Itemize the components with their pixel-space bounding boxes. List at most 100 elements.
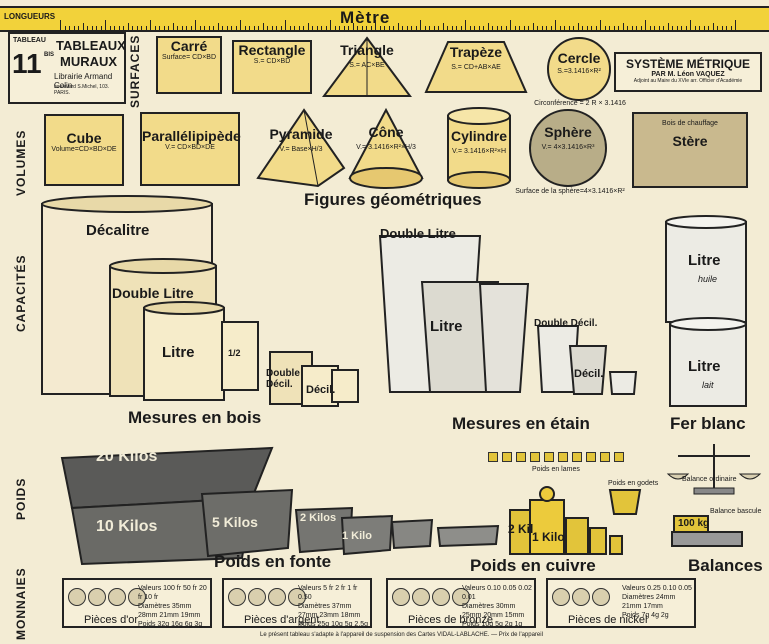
wood-measures [41, 195, 259, 401]
ruler-tick [451, 26, 453, 30]
ruler-tick [384, 26, 385, 30]
ruler-tick [109, 26, 111, 30]
leaf-weight [586, 452, 596, 462]
leaf-weight [544, 452, 554, 462]
cylindre-name: Cylindre [450, 128, 507, 144]
brass-weights [509, 486, 642, 555]
side-monnaies: MONNAIES [14, 567, 28, 640]
coin-icon [452, 588, 470, 606]
cast-iron-weights [60, 446, 500, 566]
ruler-tick [631, 26, 633, 30]
huile-label: huile [698, 274, 718, 284]
ruler-tick [343, 26, 345, 30]
ruler-tick [262, 23, 264, 30]
ruler-tick [465, 20, 466, 30]
k1-copper-label: 1 Kilo [532, 530, 565, 544]
money-row: Diamètres 37mm 27mm 23mm 18mm [298, 603, 361, 619]
ruler-tick [105, 20, 106, 30]
ruler-label: LONGUEURS [4, 12, 56, 21]
cercle-name: Cercle [557, 50, 601, 66]
ruler-tick [73, 26, 75, 30]
ruler-tick [568, 26, 570, 30]
coin-icon [592, 588, 610, 606]
ruler-tick [366, 26, 367, 30]
rectangle-name: Rectangle [238, 42, 306, 58]
ruler-tick [555, 20, 556, 30]
author: PAR M. Léon VAQUEZ [651, 71, 725, 78]
k1-label: 1 Kilo [342, 530, 372, 542]
shape-cube: Cube Volume=CD×BD×DE [44, 114, 124, 186]
shape-carre: Carré Surface= CD×BD [156, 36, 222, 94]
ruler-tick [280, 26, 282, 30]
ruler-tick [483, 26, 484, 30]
leaf-weight [614, 452, 624, 462]
k2-label: 2 Kilos [300, 512, 337, 524]
ruler-tick [303, 26, 304, 30]
ruler-tick [429, 26, 430, 30]
ruler-tick [361, 26, 363, 30]
leaf-weight [488, 452, 498, 462]
ruler-tick [703, 26, 705, 30]
ruler-tick [645, 20, 646, 30]
cone-name: Cône [368, 124, 404, 140]
ruler-tick [690, 20, 691, 30]
sphere-extra: Surface de la sphère=4×3.1416×R² [515, 188, 625, 195]
parallelipipede-name: Parallélipipède [142, 128, 241, 144]
ruler-tick [289, 26, 291, 30]
ruler-tick [663, 26, 664, 30]
header-title-2: MURAUX [60, 54, 118, 69]
ruler-tick [325, 26, 327, 30]
leaf-weight [502, 452, 512, 462]
tableau-number: 11 [12, 48, 42, 79]
ruler-tick [618, 26, 619, 30]
ruler-tick [159, 26, 160, 30]
double-decil-etain-label: Double Décil. [534, 318, 598, 329]
pyramide-name: Pyramide [269, 126, 333, 142]
ruler-tick [186, 26, 187, 30]
tableau-bis: BIS [44, 52, 55, 58]
ruler-tick [222, 26, 223, 30]
carre-formula: Surface= CD×BD [161, 54, 217, 61]
tin-measures [665, 215, 747, 407]
ruler-tick [460, 26, 462, 30]
ruler-tick [231, 26, 232, 30]
coin-icon [572, 588, 590, 606]
trapeze-formula: S.= CD+AB×AE [451, 64, 501, 71]
ruler-tick [334, 26, 336, 30]
ruler-tick [523, 26, 525, 30]
stere-name: Stère [672, 133, 708, 149]
ruler-tick [438, 26, 439, 30]
ruler-tick [285, 20, 286, 30]
ruler-tick [298, 26, 300, 30]
balances [666, 444, 762, 547]
cylindre-formula: V.= 3.1416×R²×H [451, 148, 507, 155]
leaf-weight [530, 452, 540, 462]
ruler-tick [505, 26, 507, 30]
decil-measures [269, 351, 359, 407]
ruler-tick [532, 23, 534, 30]
ruler-tick [640, 26, 642, 30]
ruler-tick [60, 20, 61, 30]
address: boulevard S.Michel, 103. PARIS. [54, 84, 110, 96]
ruler-tick [370, 26, 372, 30]
ruler-tick [681, 26, 682, 30]
ruler-tick [375, 20, 376, 30]
leaf-weight [516, 452, 526, 462]
ruler-tick [726, 26, 727, 30]
ruler-tick [604, 26, 606, 30]
cercle-shape [547, 37, 611, 101]
ruler-tick [649, 26, 651, 30]
money-row: Valeurs 5 fr 2 fr 1 fr 0.50 [298, 585, 358, 601]
ruler-tick [141, 26, 142, 30]
litre-label: Litre [162, 344, 195, 361]
shape-stere: Bois de chauffage Stère [632, 112, 748, 188]
ruler-tick [150, 20, 151, 30]
coin-icon [68, 588, 86, 606]
